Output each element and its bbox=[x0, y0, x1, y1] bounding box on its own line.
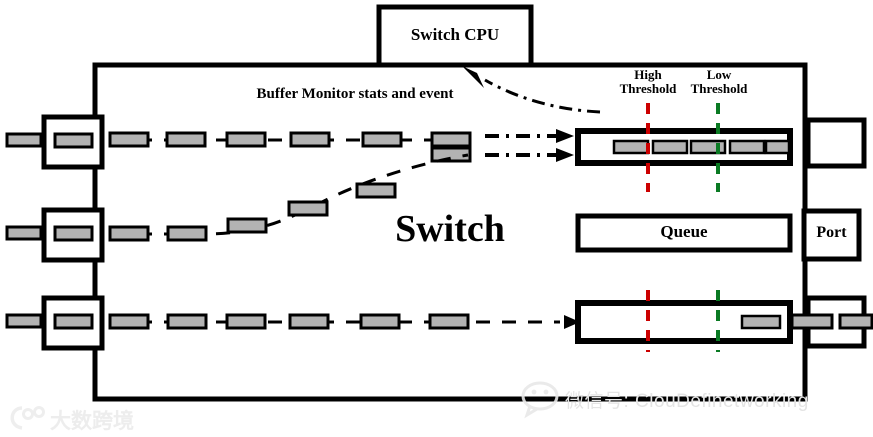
egress-packet-bottom-outer bbox=[838, 313, 873, 330]
egress-port-label: Port bbox=[816, 224, 847, 241]
top-buffer-packet-1 bbox=[612, 139, 650, 155]
low-threshold-label-line2: Threshold bbox=[690, 81, 748, 97]
flow-middle-packet-1 bbox=[108, 225, 150, 242]
incoming-packet-1 bbox=[5, 132, 43, 148]
flow-bottom-packet-2 bbox=[166, 313, 208, 330]
queue-box bbox=[575, 213, 793, 253]
flow-top-packet-6 bbox=[430, 131, 472, 148]
flow-bottom-packet-3 bbox=[225, 313, 267, 330]
low-threshold-label-line1: Low bbox=[706, 67, 732, 82]
flow-bottom-packet-5 bbox=[359, 313, 401, 330]
packet-in-ingress-port-1 bbox=[53, 132, 94, 149]
flow-middle-packet-2 bbox=[166, 225, 208, 242]
brand-watermark-text: 大数跨境 bbox=[50, 410, 134, 433]
brand-circle-icon bbox=[10, 406, 45, 430]
bottom-buffer-packet-1 bbox=[740, 314, 782, 330]
egress-packet-bottom-inner bbox=[790, 313, 834, 330]
flow-top-packet-7-merged bbox=[430, 146, 472, 163]
high-threshold-label-line2: Threshold bbox=[619, 81, 677, 97]
wechat-icon bbox=[521, 381, 559, 419]
buffer-monitor-annotation-label: Buffer Monitor stats and event bbox=[256, 86, 454, 102]
flow-bottom-arrowhead bbox=[564, 315, 580, 329]
flow-middle-packet-3 bbox=[226, 217, 268, 234]
buffer-monitor-event-arrowhead bbox=[462, 66, 484, 88]
flow-top-packet-1 bbox=[108, 131, 150, 148]
queue-label: Queue bbox=[660, 222, 708, 241]
flow-top-packet-2 bbox=[165, 131, 207, 148]
high-threshold-label-line1: High bbox=[634, 67, 662, 82]
buffer-monitor-event-curve bbox=[484, 78, 601, 114]
incoming-packet-2 bbox=[5, 225, 43, 241]
wechat-watermark-text: 微信号: ClouDefinetworking bbox=[565, 391, 809, 412]
event-arrow-2-head bbox=[556, 148, 574, 162]
flow-bottom-packet-6 bbox=[428, 313, 470, 330]
flow-middle-packet-4 bbox=[287, 200, 329, 217]
flow-middle-packet-5 bbox=[355, 182, 397, 199]
flow-bottom-packet-4 bbox=[288, 313, 330, 330]
packet-in-ingress-port-2 bbox=[53, 225, 94, 242]
top-buffer-packet-4 bbox=[728, 139, 766, 155]
top-buffer-packet-2 bbox=[651, 139, 689, 155]
egress-port-top-box bbox=[805, 117, 867, 169]
event-arrow-1-head bbox=[556, 129, 574, 143]
switch-body-label: Switch bbox=[395, 208, 505, 250]
flow-bottom-packet-1 bbox=[108, 313, 150, 330]
packet-in-ingress-port-3 bbox=[53, 313, 94, 330]
egress-port-middle-box bbox=[801, 208, 862, 262]
switch-cpu-label: Switch CPU bbox=[410, 25, 500, 44]
flow-top-packet-3 bbox=[225, 131, 267, 148]
incoming-packet-3 bbox=[5, 313, 43, 329]
flow-top-packet-4 bbox=[289, 131, 331, 148]
flow-top-packet-5 bbox=[361, 131, 403, 148]
top-buffer-packet-5 bbox=[764, 139, 791, 155]
